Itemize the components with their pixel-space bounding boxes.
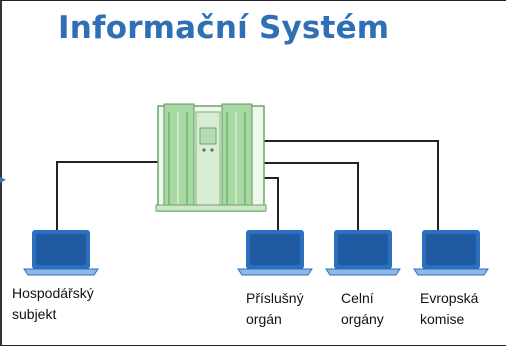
node-label-celni-organy: Celní orgány [341, 288, 384, 330]
node-label-hospodarsky-subjekt: Hospodářský subjekt [12, 283, 94, 325]
node-label-line1: Hospodářský [12, 285, 94, 301]
connection-celni-organy [263, 162, 359, 232]
node-label-line2: orgán [246, 311, 282, 327]
laptop-icon [413, 230, 489, 276]
node-label-line1: Celní [341, 290, 374, 306]
laptop-icon [237, 230, 313, 276]
connection-lines [56, 140, 439, 235]
node-label-line1: Evropská [420, 290, 479, 306]
node-label-line2: subjekt [12, 306, 57, 322]
arrow-icon: ▸ [0, 172, 7, 186]
laptop-icon [325, 230, 401, 276]
node-label-line2: komise [420, 311, 465, 327]
node-label-line1: Příslušný [246, 290, 304, 306]
server-rack-icon [155, 103, 267, 212]
node-label-prislusny-organ: Příslušný orgán [246, 288, 304, 330]
laptop-icon [23, 230, 99, 276]
connection-evropska-komise [263, 140, 439, 232]
page-title: Informační Systém [58, 10, 390, 46]
node-label-line2: orgány [341, 311, 384, 327]
node-label-evropska-komise: Evropská komise [420, 288, 478, 330]
connection-prislusny-organ [263, 177, 279, 235]
connection-hospodarsky-subjekt [56, 161, 160, 230]
